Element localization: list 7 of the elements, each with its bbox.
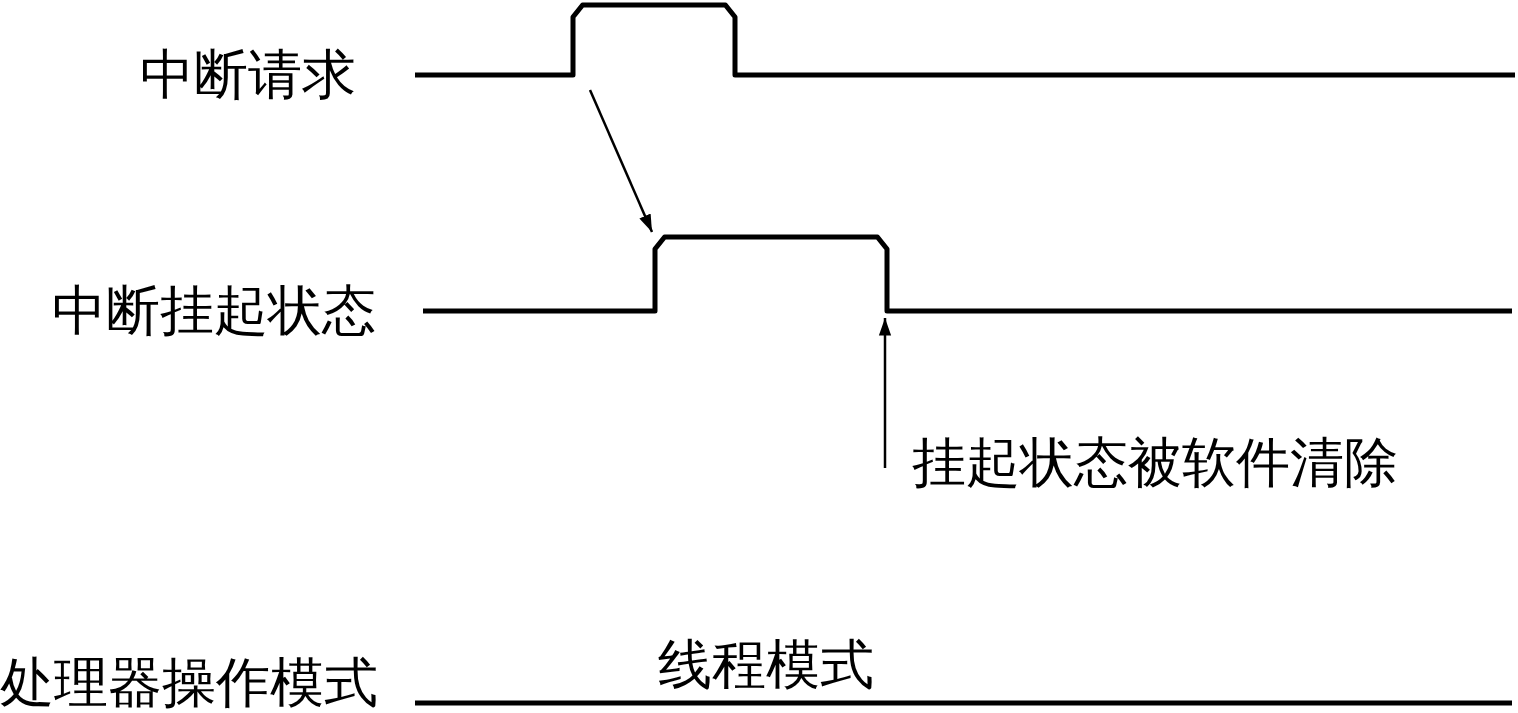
arrow bbox=[588, 89, 654, 233]
signal-label: 处理器操作模式 bbox=[0, 653, 378, 713]
annotation-text: 挂起状态被软件清除 bbox=[912, 433, 1398, 493]
mode-label: 线程模式 bbox=[658, 635, 874, 695]
signal-label: 中断请求 bbox=[140, 45, 356, 105]
arrow bbox=[878, 318, 892, 468]
signal-label: 中断挂起状态 bbox=[52, 281, 376, 341]
